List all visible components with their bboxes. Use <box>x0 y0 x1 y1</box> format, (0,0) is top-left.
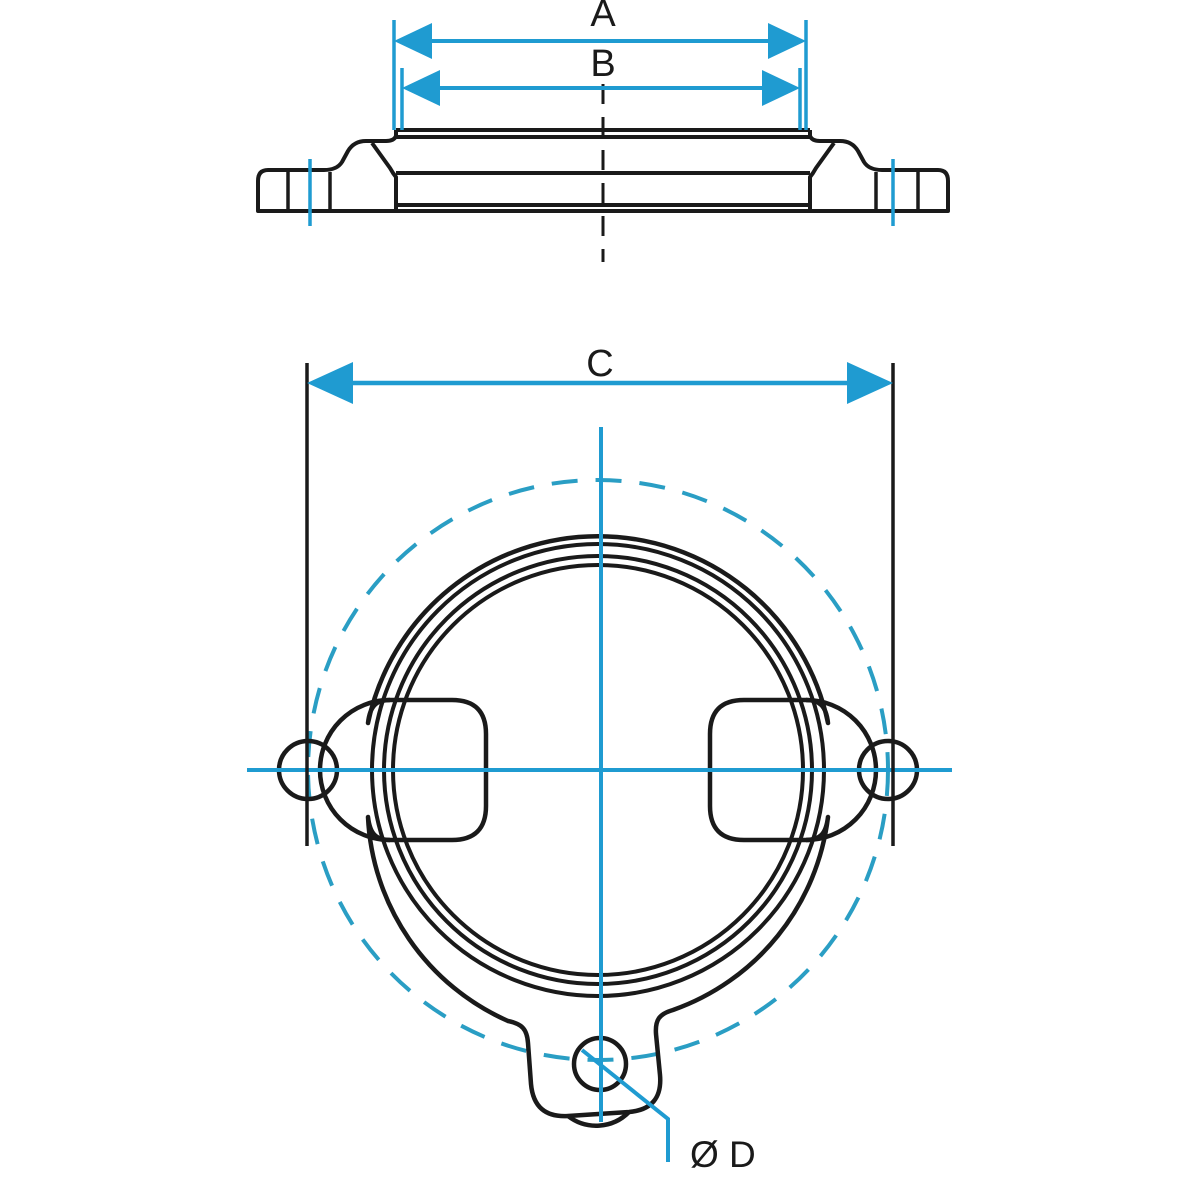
dimension-c-label: C <box>586 343 613 385</box>
section-view-group <box>256 84 950 262</box>
section-profile-right-top <box>808 130 938 172</box>
section-profile-right <box>810 168 950 213</box>
lug-bottom-outline <box>566 1110 631 1128</box>
dimension-a-group: A <box>392 0 808 130</box>
section-profile-left-top <box>268 130 398 172</box>
section-right-hub-slope <box>808 141 836 211</box>
section-left-hub-slope <box>370 141 398 211</box>
dimension-d-leader-line <box>580 1048 670 1162</box>
dimension-a-arrow-right <box>768 23 806 59</box>
dimension-a-arrow-left <box>394 23 432 59</box>
plan-view-group <box>247 427 952 1128</box>
dimension-b-group: B <box>400 43 802 130</box>
flange-body-outline <box>365 534 831 1119</box>
dimension-a-label: A <box>590 0 616 35</box>
dimension-c-arrow-left <box>307 362 353 404</box>
dimension-b-arrow-left <box>402 70 440 106</box>
dimension-d-label: Ø D <box>690 1134 756 1175</box>
dimension-b-arrow-right <box>762 70 800 106</box>
dimension-c-group: C <box>305 343 895 846</box>
dimension-d-group: Ø D <box>580 1048 756 1175</box>
dimension-c-arrow-right <box>847 362 893 404</box>
section-profile-left <box>256 168 396 213</box>
dimension-b-label: B <box>590 43 615 85</box>
